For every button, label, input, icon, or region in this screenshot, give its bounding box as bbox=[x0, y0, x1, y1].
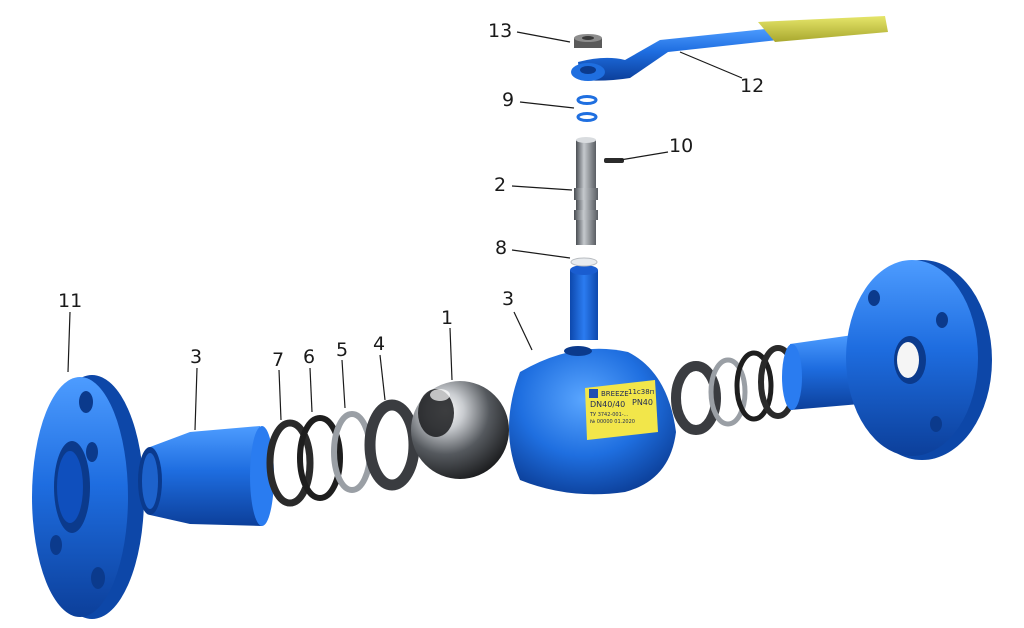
left-flange bbox=[32, 375, 144, 619]
callout-7: 7 bbox=[272, 349, 284, 371]
bolt-hole bbox=[868, 290, 880, 306]
bolt-hole bbox=[936, 312, 948, 328]
callout-9: 9 bbox=[502, 89, 514, 111]
ptfe-washer-8 bbox=[570, 257, 598, 267]
nameplate-pressure: PN40 bbox=[632, 398, 653, 407]
ball bbox=[411, 381, 509, 479]
bolt-hole bbox=[930, 416, 942, 432]
left-branch-pipe bbox=[138, 426, 274, 526]
bolt-hole bbox=[91, 567, 105, 589]
callout-12: 12 bbox=[740, 75, 764, 97]
leader-lines bbox=[67, 31, 743, 431]
callout-2: 2 bbox=[494, 174, 506, 196]
handle-12 bbox=[571, 16, 888, 81]
nameplate: BREEZE 11с38п DN40/40 PN40 ТУ 3742-001-.… bbox=[585, 380, 658, 440]
ring-7 bbox=[266, 419, 314, 507]
nut-13 bbox=[574, 34, 602, 48]
callout-5: 5 bbox=[336, 339, 348, 361]
callout-10: 10 bbox=[669, 135, 693, 157]
callout-3-body: 3 bbox=[502, 288, 514, 310]
bolt-hole bbox=[79, 391, 93, 413]
brand-logo-icon bbox=[589, 389, 598, 398]
right-flange bbox=[846, 260, 992, 460]
callout-3-pipe: 3 bbox=[190, 346, 202, 368]
callout-1: 1 bbox=[441, 307, 453, 329]
lower-stem-sleeve bbox=[570, 265, 598, 340]
nameplate-size: DN40/40 bbox=[590, 400, 625, 409]
pin-10 bbox=[604, 158, 624, 163]
valve-body: BREEZE 11с38п DN40/40 PN40 ТУ 3742-001-.… bbox=[509, 346, 676, 495]
stem-2 bbox=[574, 137, 598, 245]
callout-13: 13 bbox=[488, 20, 512, 42]
callout-8: 8 bbox=[495, 237, 507, 259]
right-ring-set bbox=[671, 345, 798, 435]
callout-4: 4 bbox=[373, 333, 385, 355]
bolt-hole bbox=[86, 442, 98, 462]
left-ring-set bbox=[266, 399, 420, 507]
bolt-hole bbox=[50, 535, 62, 555]
o-rings-9 bbox=[576, 95, 598, 122]
callout-labels: 13 12 9 10 2 8 3 1 4 5 6 7 3 11 bbox=[58, 20, 764, 371]
nameplate-model: 11с38п bbox=[628, 388, 654, 396]
ring-6 bbox=[297, 415, 343, 501]
nameplate-line3: ТУ 3742-001-... bbox=[589, 412, 629, 418]
callout-11: 11 bbox=[58, 290, 82, 312]
callout-6: 6 bbox=[303, 346, 315, 368]
ring-4 bbox=[364, 399, 420, 491]
nameplate-line4: № 00000 01.2020 bbox=[590, 419, 635, 425]
nameplate-brand: BREEZE bbox=[601, 390, 629, 398]
